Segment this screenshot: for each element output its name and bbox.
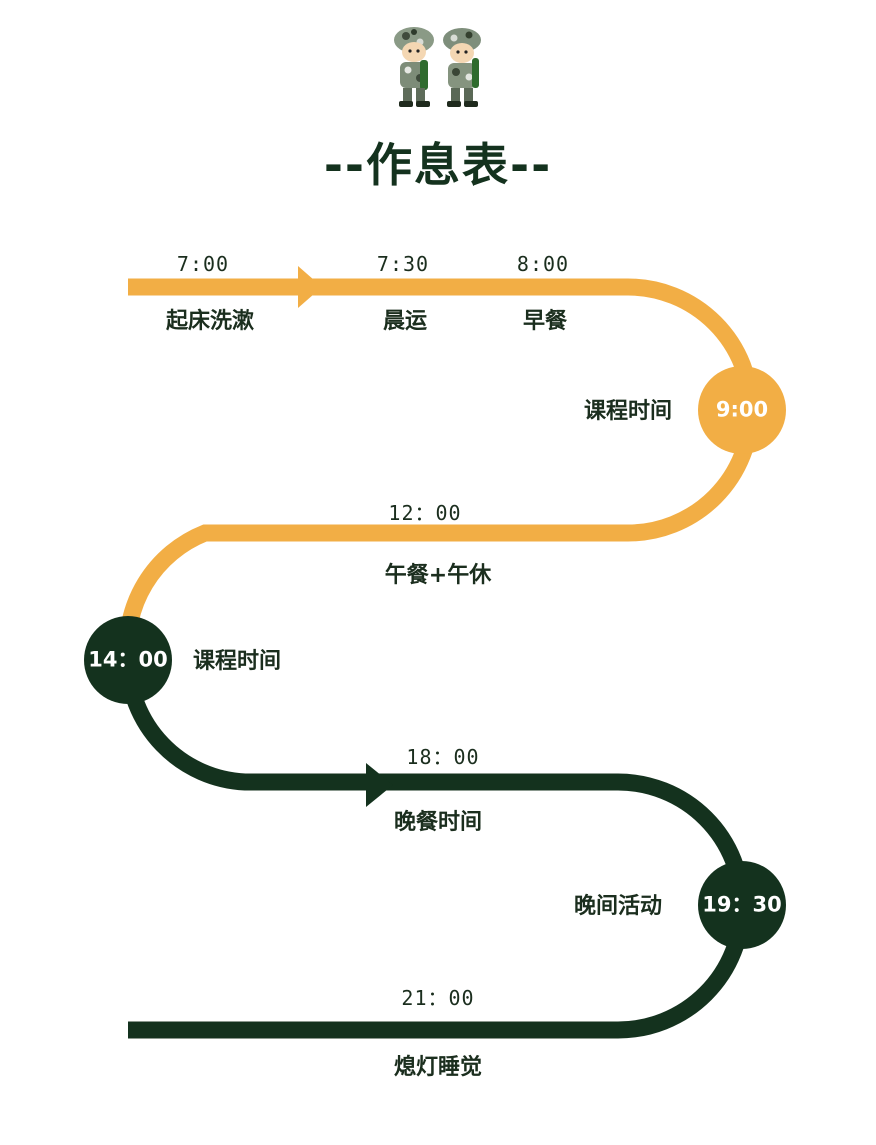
time-label: 18：00 bbox=[406, 745, 480, 769]
node-time-label: 9:00 bbox=[715, 397, 769, 422]
activity-label: 早餐 bbox=[522, 309, 568, 334]
arrow-icon-evening bbox=[366, 763, 393, 807]
activity-label: 熄灯睡觉 bbox=[393, 1055, 483, 1080]
time-label: 21：00 bbox=[401, 986, 475, 1010]
node-time-label: 14：00 bbox=[88, 647, 168, 672]
time-label: 12：00 bbox=[388, 501, 462, 525]
activity-label: 课程时间 bbox=[192, 649, 282, 674]
right-soldier-icon bbox=[443, 28, 481, 107]
milestone-node-19 bbox=[698, 861, 786, 949]
route-segment-evening bbox=[119, 659, 751, 1039]
milestone-node-14 bbox=[84, 616, 172, 704]
route-segment-morning bbox=[118, 278, 760, 661]
arrow-icon-morning bbox=[298, 266, 322, 308]
time-label: 8:00 bbox=[516, 252, 570, 276]
activity-label: 课程时间 bbox=[583, 399, 673, 424]
soldier-mascots-icon bbox=[394, 27, 481, 107]
time-label: 7:00 bbox=[176, 252, 230, 276]
activity-label: 起床洗漱 bbox=[165, 309, 255, 334]
page-title: --作息表-- bbox=[323, 138, 553, 192]
activity-label: 晨运 bbox=[382, 309, 428, 334]
milestone-node-9 bbox=[698, 366, 786, 454]
activity-label: 晚间活动 bbox=[573, 894, 663, 919]
activity-label: 晚餐时间 bbox=[393, 810, 483, 835]
left-soldier-icon bbox=[394, 27, 434, 107]
activity-label: 午餐+午休 bbox=[384, 563, 492, 588]
time-label: 7:30 bbox=[376, 252, 430, 276]
node-time-label: 19：30 bbox=[702, 892, 782, 917]
